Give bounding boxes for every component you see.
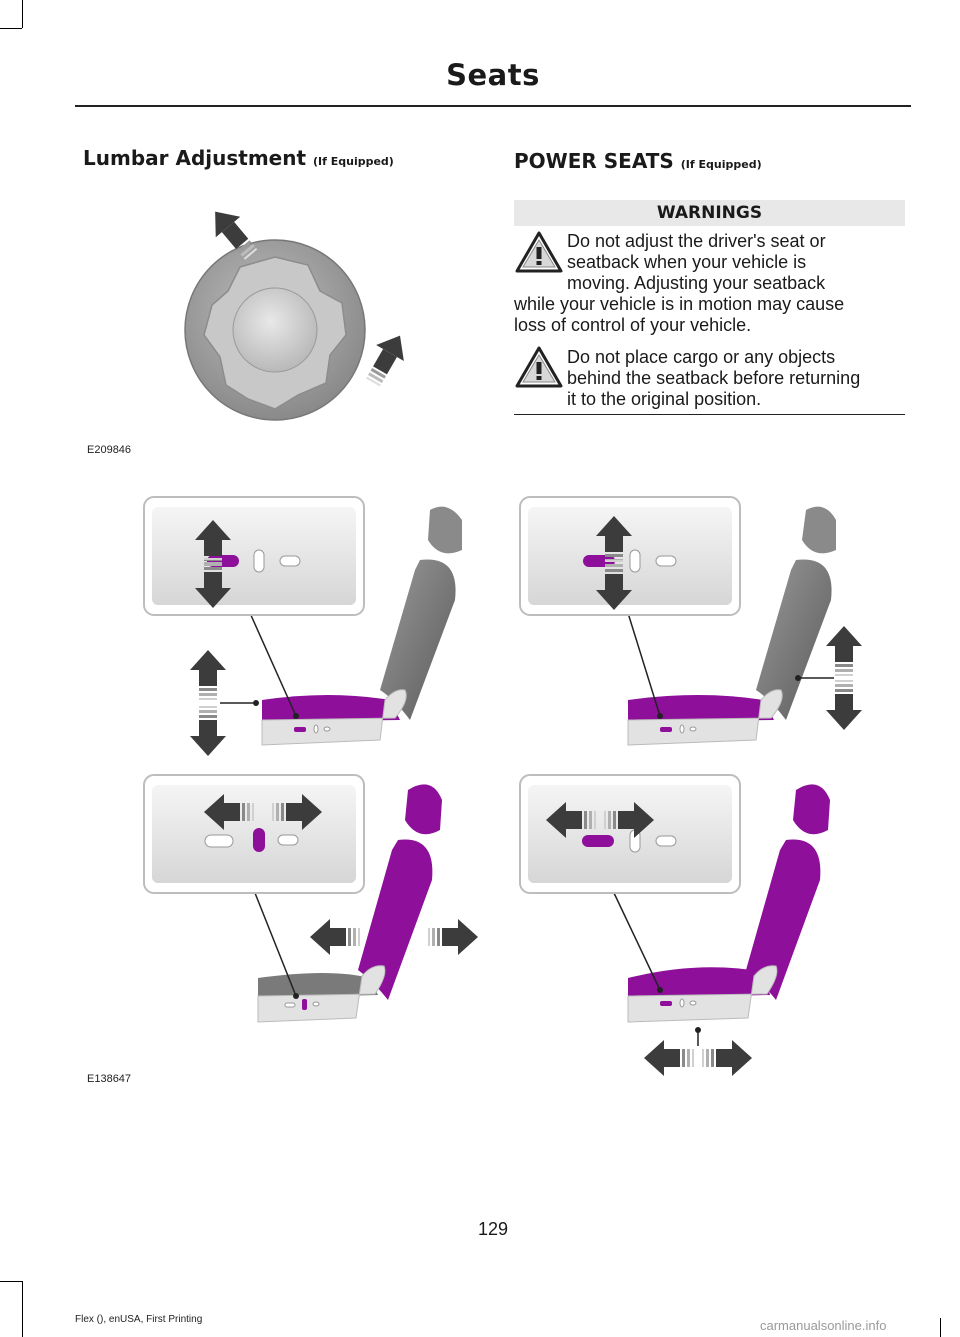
lumbar-title-text: Lumbar Adjustment bbox=[83, 146, 307, 170]
watermark: carmanualsonline.info bbox=[760, 1318, 887, 1333]
lumbar-qualifier: (If Equipped) bbox=[313, 155, 394, 168]
warning-1-line: moving. Adjusting your seatback bbox=[567, 273, 826, 293]
page-title: Seats bbox=[446, 58, 540, 92]
seat-height-figure bbox=[143, 496, 462, 756]
warning-triangle-icon bbox=[515, 346, 563, 388]
arrow-icon bbox=[702, 1040, 752, 1076]
warnings-heading: WARNINGS bbox=[514, 200, 905, 226]
warning-1-line: while your vehicle is in motion may caus… bbox=[514, 294, 845, 314]
warning-1-line: seatback when your vehicle is bbox=[567, 252, 807, 272]
lumbar-section-title: Lumbar Adjustment (If Equipped) bbox=[83, 146, 394, 170]
warning-2-line: behind the seatback before returning bbox=[567, 368, 861, 388]
arrow-icon bbox=[826, 626, 862, 676]
arrow-icon bbox=[310, 919, 360, 955]
arrow-icon bbox=[644, 1040, 694, 1076]
power-seats-qualifier: (If Equipped) bbox=[680, 158, 762, 171]
seat-figure-code: E138647 bbox=[87, 1073, 132, 1085]
warning-triangle-icon bbox=[515, 231, 563, 273]
arrow-icon bbox=[366, 335, 404, 387]
arrow-icon bbox=[190, 706, 226, 756]
edition-note: Flex (), enUSA, First Printing bbox=[75, 1314, 203, 1325]
crop-mark bbox=[22, 1281, 23, 1337]
warning-2-line: Do not place cargo or any objects bbox=[567, 347, 836, 367]
arrow-icon bbox=[215, 211, 258, 260]
header-divider bbox=[75, 105, 911, 107]
page-number: 129 bbox=[477, 1219, 509, 1239]
arrow-icon bbox=[826, 680, 862, 730]
seat-fore-aft-figure bbox=[143, 774, 478, 1023]
lumbar-knob-illustration bbox=[184, 211, 404, 421]
arrow-icon bbox=[428, 919, 478, 955]
crop-mark bbox=[22, 0, 23, 28]
crop-mark bbox=[0, 1281, 22, 1282]
arrow-icon bbox=[190, 650, 226, 700]
power-seats-title: POWER SEATS (If Equipped) bbox=[514, 149, 762, 173]
warning-1-line: Do not adjust the driver's seat or bbox=[567, 231, 826, 251]
lumbar-figure-code: E209846 bbox=[87, 444, 132, 456]
warning-2-line: it to the original position. bbox=[567, 389, 762, 409]
seat-recline-figure bbox=[519, 496, 862, 746]
warning-1-line: loss of control of your vehicle. bbox=[514, 315, 752, 335]
seat-tilt-figure bbox=[519, 774, 830, 1076]
crop-mark bbox=[0, 28, 22, 29]
power-seats-title-text: POWER SEATS bbox=[514, 149, 674, 173]
crop-mark bbox=[940, 1318, 941, 1337]
warnings-divider bbox=[514, 414, 905, 415]
